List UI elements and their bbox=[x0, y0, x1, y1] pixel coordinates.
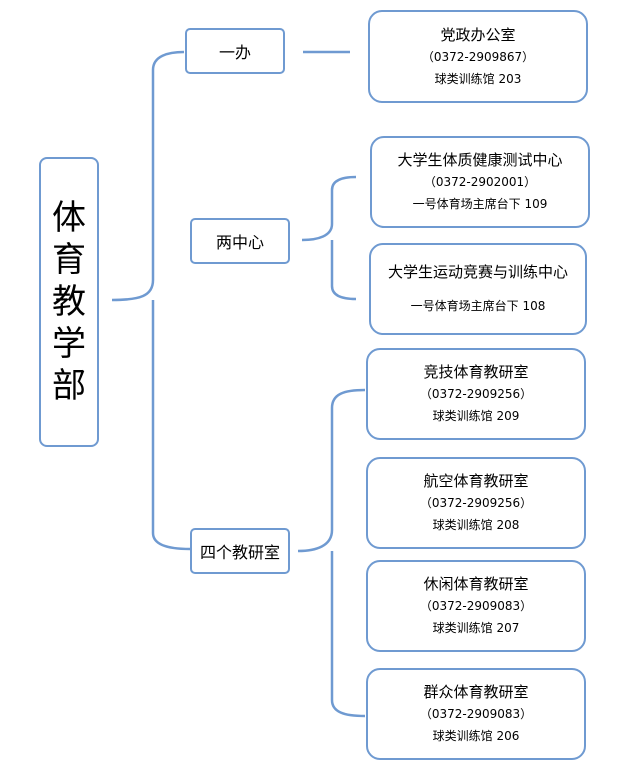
unit-location: 球类训练馆 207 bbox=[432, 621, 520, 635]
root-char-2: 育 bbox=[52, 240, 86, 280]
unit-jingji-jiaoyanshi: 竞技体育教研室 （0372-2909256） 球类训练馆 209 bbox=[366, 348, 586, 440]
unit-name: 休闲体育教研室 bbox=[423, 575, 529, 593]
unit-name: 大学生运动竞赛与训练中心 bbox=[387, 263, 568, 281]
unit-name: 竞技体育教研室 bbox=[423, 363, 529, 381]
group-sige-jiaoyanshi: 四个教研室 bbox=[190, 528, 290, 574]
root-char-4: 学 bbox=[52, 324, 86, 364]
unit-location: 球类训练馆 209 bbox=[432, 409, 520, 423]
unit-location: 一号体育场主席台下 109 bbox=[412, 197, 548, 211]
unit-phone: （0372-2909867） bbox=[421, 49, 535, 64]
root-char-3: 教 bbox=[52, 282, 86, 322]
group-yiban: 一办 bbox=[185, 28, 285, 74]
unit-phone: （0372-2902001） bbox=[423, 175, 537, 189]
bracket-liangzhongxin bbox=[301, 175, 357, 301]
unit-phone: （0372-2909083） bbox=[419, 599, 533, 613]
unit-dangzheng-office: 党政办公室 （0372-2909867） 球类训练馆 203 bbox=[368, 10, 588, 103]
group-label: 一办 bbox=[218, 43, 251, 62]
unit-location: 球类训练馆 203 bbox=[434, 71, 522, 86]
unit-location: 球类训练馆 206 bbox=[432, 729, 520, 743]
group-label: 两中心 bbox=[215, 233, 264, 252]
group-label: 四个教研室 bbox=[199, 543, 280, 562]
unit-location: 球类训练馆 208 bbox=[432, 518, 520, 532]
unit-name: 航空体育教研室 bbox=[423, 472, 529, 490]
unit-name: 群众体育教研室 bbox=[423, 683, 529, 701]
unit-location: 一号体育场主席台下 108 bbox=[410, 299, 546, 313]
unit-hangkong-jiaoyanshi: 航空体育教研室 （0372-2909256） 球类训练馆 208 bbox=[366, 457, 586, 549]
unit-name: 党政办公室 bbox=[440, 25, 516, 44]
unit-competition-training-center: 大学生运动竞赛与训练中心 一号体育场主席台下 108 bbox=[369, 243, 587, 335]
group-liangzhongxin: 两中心 bbox=[190, 218, 290, 264]
unit-fitness-test-center: 大学生体质健康测试中心 （0372-2902001） 一号体育场主席台下 109 bbox=[370, 136, 590, 228]
unit-phone: （0372-2909256） bbox=[419, 387, 533, 401]
unit-name: 大学生体质健康测试中心 bbox=[397, 151, 563, 169]
root-char-1: 体 bbox=[52, 198, 86, 238]
unit-phone: （0372-2909083） bbox=[419, 707, 533, 721]
root-department: 体 育 教 学 部 bbox=[39, 157, 99, 447]
root-bracket-bottom bbox=[151, 300, 191, 551]
root-char-5: 部 bbox=[52, 366, 86, 406]
unit-qunzhong-jiaoyanshi: 群众体育教研室 （0372-2909083） 球类训练馆 206 bbox=[366, 668, 586, 760]
bracket-sige bbox=[297, 388, 366, 718]
unit-phone: （0372-2909256） bbox=[419, 496, 533, 510]
unit-xiuxian-jiaoyanshi: 休闲体育教研室 （0372-2909083） 球类训练馆 207 bbox=[366, 560, 586, 652]
root-bracket bbox=[111, 50, 185, 302]
